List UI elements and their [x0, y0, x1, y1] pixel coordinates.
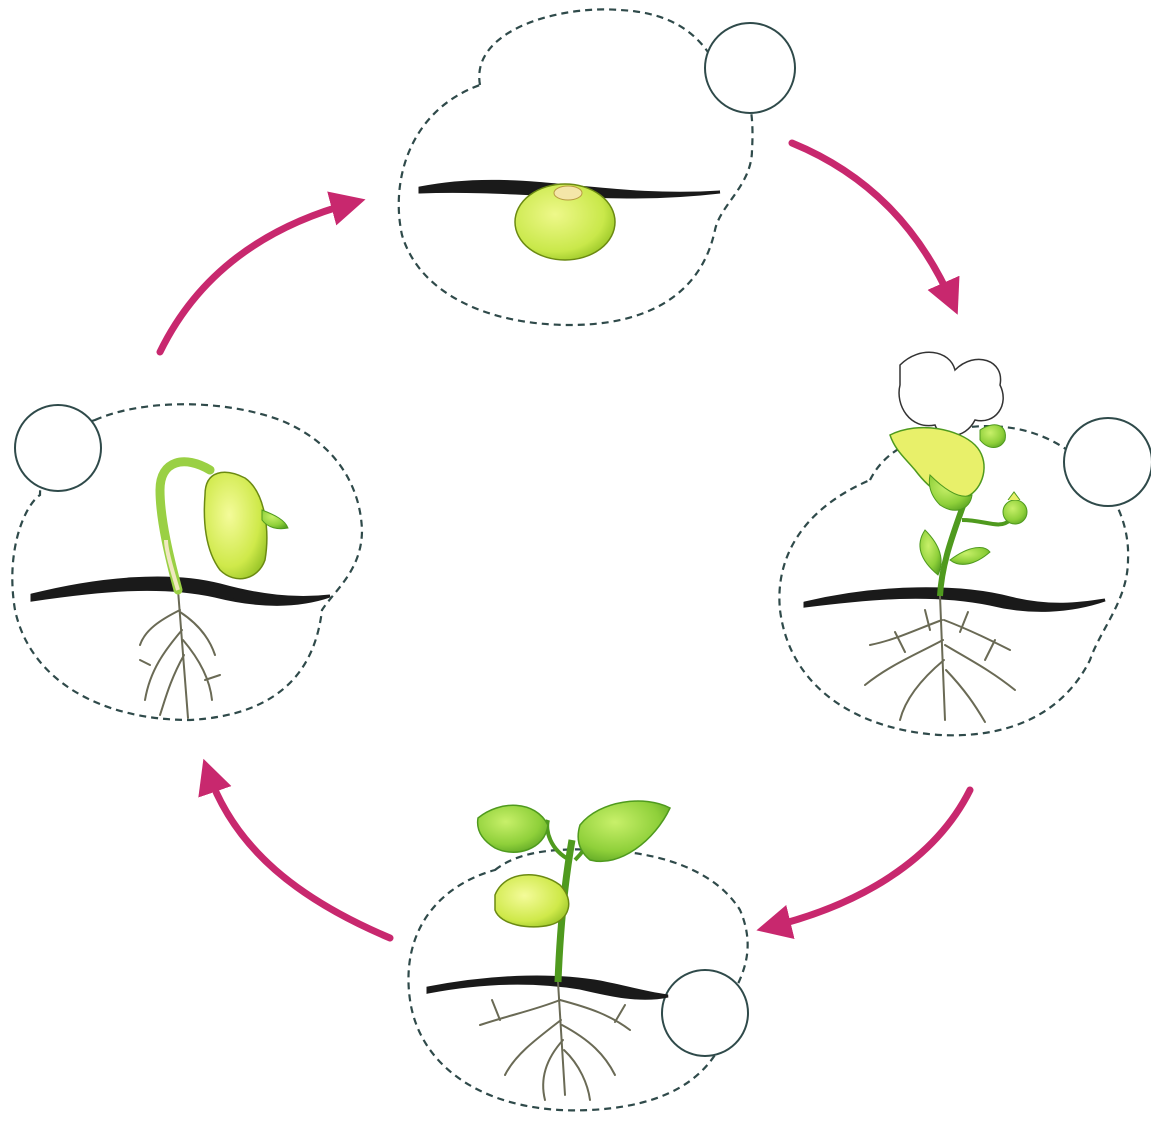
seed-stage-outline	[397, 8, 754, 327]
germination-stage-answer-circle[interactable]	[14, 404, 102, 492]
roots	[139, 589, 221, 719]
seedling-icon	[155, 457, 289, 595]
soil-line	[30, 576, 331, 606]
arrow-young-to-germination	[198, 758, 394, 942]
seed-icon	[514, 183, 616, 261]
roots	[864, 595, 1016, 723]
roots	[479, 981, 631, 1101]
young-plant-stage-answer-circle[interactable]	[661, 969, 749, 1057]
germination-stage-outline	[11, 403, 364, 722]
soil-line	[803, 587, 1106, 612]
stage-young-plant	[407, 800, 749, 1112]
stage-germination	[11, 403, 364, 722]
arrow-germination-to-seed	[156, 191, 366, 356]
arrow-seed-to-flowering	[788, 139, 960, 315]
soil-line	[426, 975, 669, 1000]
flowering-plant-icon	[889, 351, 1028, 597]
stage-seed	[397, 8, 796, 327]
young-plant-icon	[476, 800, 671, 983]
seed-stage-answer-circle[interactable]	[704, 22, 796, 114]
stage-flowering-plant	[778, 351, 1151, 737]
flowering-stage-answer-circle[interactable]	[1063, 417, 1151, 507]
arrow-flowering-to-young	[756, 786, 974, 940]
cycle-arrows	[156, 139, 974, 942]
